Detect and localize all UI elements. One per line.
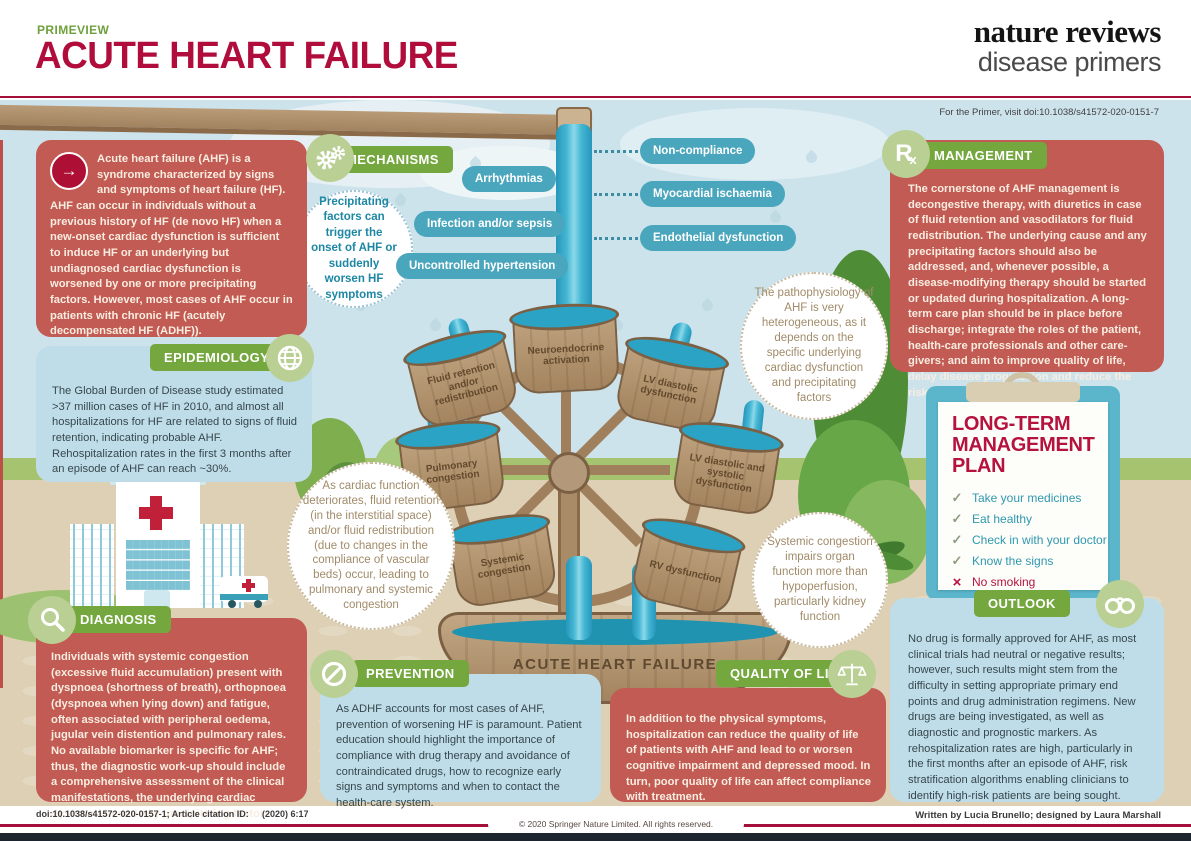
prevention-panel: As ADHF accounts for most cases of AHF, …: [320, 674, 601, 809]
globe-icon: [266, 334, 314, 382]
note-text: Precipitating factors can trigger the on…: [311, 195, 397, 301]
check-icon: ✓: [951, 511, 963, 526]
factor-pill: Uncontrolled hypertension: [396, 253, 569, 279]
red-cross-icon: [139, 507, 173, 519]
management-text: The cornerstone of AHF management is dec…: [908, 183, 1147, 399]
bottom-bar: [0, 833, 1191, 841]
bucket: Neuroendocrine activation: [508, 301, 621, 395]
rx-icon: R x: [882, 130, 930, 178]
management-panel: The cornerstone of AHF management is dec…: [890, 140, 1164, 399]
diagnosis-text: Individuals with systemic congestion (ex…: [51, 651, 286, 820]
check-icon: ✓: [951, 532, 963, 547]
footer-credits: Written by Lucia Brunello; designed by L…: [915, 810, 1161, 821]
ambulance-wheel: [254, 600, 262, 608]
clipboard-paper: [938, 402, 1108, 590]
check-icon: ✓: [951, 490, 963, 505]
note-pathophysiology: The pathophysiology of AHF is very heter…: [740, 272, 888, 420]
plan-item-label: Eat healthy: [972, 512, 1033, 526]
check-icon: ✓: [951, 553, 963, 568]
bucket-label: LV diastolic and systolic dysfunction: [688, 451, 766, 495]
outlook-panel: No drug is formally approved for AHF, as…: [890, 598, 1164, 802]
header-rule: [0, 96, 1191, 98]
factor-pill: Infection and/or sepsis: [414, 211, 566, 237]
factor-pill: Arrhythmias: [462, 166, 556, 192]
bucket-label: Systemic congestion: [477, 551, 532, 582]
clipboard-clip: [966, 382, 1080, 402]
hospital-door: [144, 590, 170, 608]
plan-item-label: Know the signs: [972, 554, 1054, 568]
note-text: The pathophysiology of AHF is very heter…: [754, 287, 874, 404]
prevention-text: As ADHF accounts for most cases of AHF, …: [336, 703, 582, 810]
epidemiology-text: The Global Burden of Disease study estim…: [52, 385, 298, 476]
primer-doi-note: For the Primer, visit doi:10.1038/s41572…: [939, 107, 1159, 118]
plan-item: ✓ Take your medicines: [950, 488, 1110, 508]
hospital-windows: [126, 540, 190, 590]
footer-citation: (2020) 6:17: [262, 809, 309, 819]
red-cross-icon: [242, 583, 255, 588]
basin-label: ACUTE HEART FAILURE: [512, 656, 718, 673]
quality-of-life-panel: In addition to the physical symptoms, ho…: [610, 688, 886, 803]
section-label-epidemiology: EPIDEMIOLOGY: [150, 344, 284, 371]
factor-pill: Endothelial dysfunction: [640, 225, 797, 251]
cross-icon: ×: [952, 573, 962, 591]
bucket-label: Neuroendocrine activation: [527, 342, 605, 368]
magnifier-icon: [28, 596, 76, 644]
factor-pill: Non-compliance: [640, 138, 756, 164]
note-precipitating-factors: Precipitating factors can trigger the on…: [295, 190, 413, 308]
intro-text: Acute heart failure (AHF) is a syndrome …: [50, 153, 293, 338]
section-label-mechanisms: MECHANISMS: [332, 146, 453, 173]
plan-item: ✓ Check in with your doctor: [950, 530, 1110, 550]
plan-item: × No smoking: [950, 572, 1110, 592]
intro-panel: → Acute heart failure (AHF) is a syndrom…: [36, 140, 307, 337]
kicker: PRIMEVIEW: [37, 23, 110, 37]
journal-logo: nature reviews disease primers: [973, 14, 1162, 77]
note-text: Systemic congestion impairs organ functi…: [767, 536, 873, 623]
note-systemic-congestion: Systemic congestion impairs organ functi…: [752, 512, 888, 648]
note-cardiac-function: As cardiac function deteriorates, fluid …: [287, 462, 455, 630]
plan-item: ✓ Know the signs: [950, 551, 1110, 571]
section-label-prevention: PREVENTION: [352, 660, 469, 687]
left-edge-strip: [0, 140, 3, 688]
plan-item-label: Check in with your doctor: [972, 533, 1107, 547]
ambulance-wheel: [228, 600, 236, 608]
footer-doi: doi:10.1038/s41572-020-0157-1; Article c…: [36, 809, 249, 819]
wheel-hub: [548, 452, 590, 494]
plan-item-label: No smoking: [972, 575, 1036, 589]
plan-item-label: Take your medicines: [972, 491, 1082, 505]
dotted-connector: [594, 150, 638, 153]
diagnosis-panel: Individuals with systemic congestion (ex…: [36, 618, 307, 820]
note-text: As cardiac function deteriorates, fluid …: [302, 479, 440, 612]
plan-title: LONG-TERM MANAGEMENT PLAN: [952, 413, 1095, 478]
outlook-text: No drug is formally approved for AHF, as…: [908, 633, 1137, 802]
dotted-connector: [594, 237, 638, 240]
arrow-icon: →: [50, 152, 88, 190]
factor-pill: Myocardial ischaemia: [640, 181, 785, 207]
binoculars-icon: [1096, 580, 1144, 628]
section-label-diagnosis: DIAGNOSIS: [66, 606, 171, 633]
journal-logo-top: nature reviews: [973, 14, 1162, 49]
plan-item: ✓ Eat healthy: [950, 509, 1110, 529]
section-label-management: MANAGEMENT: [920, 142, 1047, 169]
bucket: Systemic congestion: [443, 508, 559, 610]
water-stream: [566, 556, 592, 640]
gears-icon: [306, 134, 354, 182]
section-label-outlook: OUTLOOK: [974, 590, 1070, 617]
scales-icon: [828, 650, 876, 698]
basin-water: [452, 619, 778, 645]
hospital-wing: [70, 524, 114, 608]
dotted-connector: [594, 193, 638, 196]
hospital-illustration: [48, 474, 268, 608]
footer-copyright: © 2020 Springer Nature Limited. All righ…: [488, 815, 744, 833]
bucket: LV diastolic and systolic dysfunction: [670, 416, 786, 518]
quality-of-life-text: In addition to the physical symptoms, ho…: [626, 713, 871, 804]
page-title: ACUTE HEART FAILURE: [35, 35, 458, 77]
no-entry-icon: [310, 650, 358, 698]
ambulance-stripe: [220, 594, 268, 600]
journal-logo-bottom: disease primers: [977, 47, 1162, 77]
